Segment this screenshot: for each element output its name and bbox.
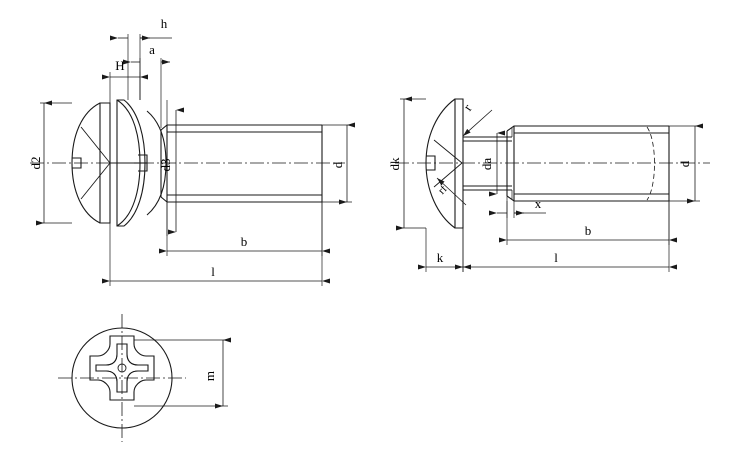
dim-label-da: da (479, 158, 494, 171)
dim-l-right: l (455, 201, 677, 272)
dim-x: x (489, 196, 546, 218)
dim-label-H: H (115, 58, 124, 73)
dim-label-d-right: d (677, 160, 692, 167)
dim-d-left: d (322, 122, 355, 205)
dim-m: m (134, 337, 231, 409)
dim-da: da (479, 128, 513, 199)
pozidriv-recess (89, 335, 155, 401)
dim-label-l-left: l (211, 264, 215, 279)
dim-l-left: l (102, 202, 330, 286)
dim-label-h: h (161, 16, 168, 31)
dim-label-k: k (437, 250, 444, 265)
left-screw-head-profile (134, 110, 167, 216)
dim-label-d3: d3 (158, 159, 173, 172)
right-view-group: r rf dk da d (387, 96, 710, 272)
dim-label-d-left: d (330, 161, 345, 168)
right-thread-body (506, 125, 670, 202)
dim-label-a: a (149, 42, 155, 57)
bottom-end-view-group: m (58, 314, 231, 442)
dim-dk: dk (387, 96, 426, 231)
dim-label-b-left: b (241, 234, 248, 249)
dim-label-d2: d2 (28, 157, 43, 170)
right-screw-head-profile (425, 98, 464, 229)
dim-d2: d2 (28, 100, 72, 226)
dim-label-m: m (202, 371, 217, 381)
dim-d3: d3 (158, 100, 184, 236)
dim-d-right: d (669, 123, 703, 204)
dim-label-x: x (535, 196, 542, 211)
dim-H: H (102, 58, 148, 103)
dim-label-l-right: l (554, 250, 558, 265)
dim-label-dk: dk (387, 157, 402, 171)
left-view-group: d2 d3 d h (28, 16, 355, 286)
dim-label-b-right: b (585, 223, 592, 238)
